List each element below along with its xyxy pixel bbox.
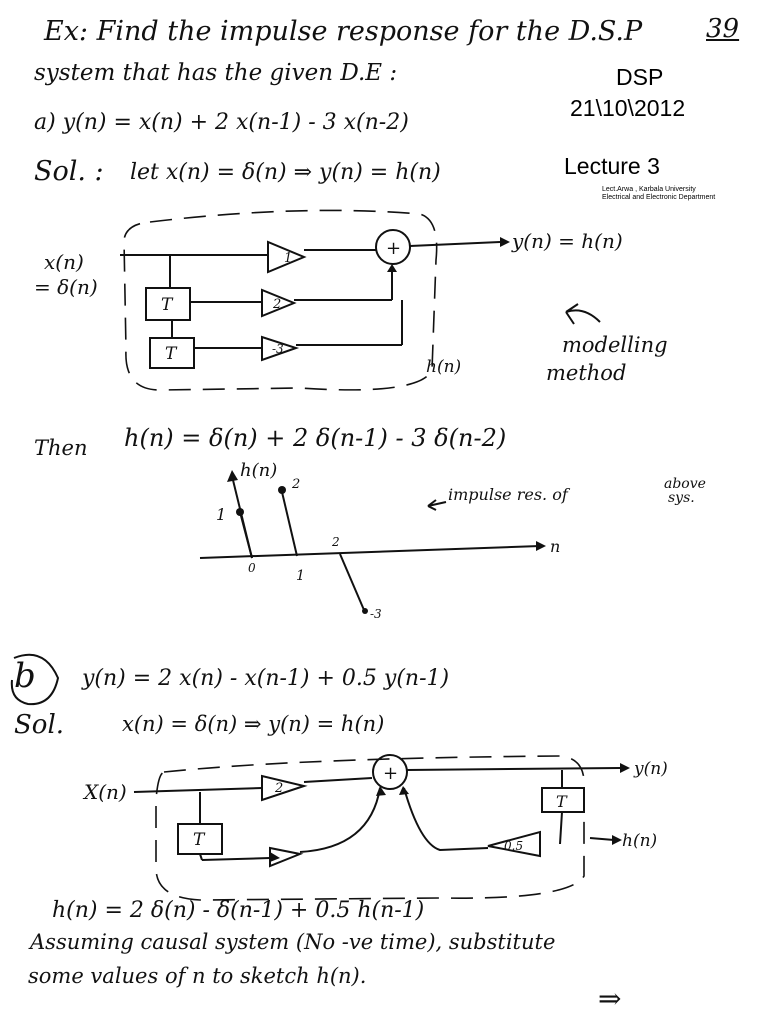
adder-symbol: + bbox=[386, 238, 401, 259]
example-heading: Ex: Find the impulse response for the D.… bbox=[44, 16, 643, 47]
adder-circle-b bbox=[372, 754, 408, 790]
delay-b2-label: T bbox=[556, 792, 568, 811]
part-a-result: h(n) = δ(n) + 2 δ(n-1) - 3 δ(n-2) bbox=[124, 424, 507, 452]
delay-b1-down bbox=[199, 853, 203, 861]
stem-line-n2 bbox=[339, 553, 365, 611]
gain-b1-to-adder bbox=[303, 777, 373, 783]
input-line-b bbox=[133, 787, 263, 793]
part-b-sol-label: Sol. bbox=[14, 710, 65, 740]
gain-triangle-3 bbox=[261, 335, 300, 362]
part-b-label: b bbox=[14, 656, 36, 696]
note-arrow bbox=[565, 303, 601, 325]
credit-line-2: Electrical and Electronic Department bbox=[602, 194, 716, 201]
output-label-b: y(n) bbox=[633, 759, 668, 779]
stem-line-n1 bbox=[281, 491, 298, 557]
adder-input-arrow-b1 bbox=[376, 786, 386, 796]
stem-value-n1: 2 bbox=[291, 477, 300, 492]
stem-dot-n2 bbox=[362, 608, 368, 614]
x-axis bbox=[199, 545, 541, 559]
delay-b2-down bbox=[559, 811, 563, 845]
input-label-b: X(n) bbox=[84, 780, 127, 804]
part-b-note-1: Assuming causal system (No -ve time), su… bbox=[30, 930, 556, 954]
part-b-equation: y(n) = 2 x(n) - x(n-1) + 0.5 y(n-1) bbox=[82, 666, 450, 691]
delay-box-1 bbox=[145, 287, 191, 321]
output-line bbox=[409, 241, 501, 247]
tick-label-2: 2 bbox=[331, 535, 340, 549]
part-a-equation: a) y(n) = x(n) + 2 x(n-1) - 3 x(n-2) bbox=[34, 110, 409, 135]
part-b-block-diagram: 2 + y(n) T T 0.5 h(n) bbox=[133, 754, 668, 901]
course-title: DSP bbox=[616, 64, 664, 90]
annotation-arrow bbox=[427, 499, 447, 511]
output-arrow bbox=[500, 237, 510, 247]
part-b-circle bbox=[10, 653, 60, 706]
delay-b1-label: T bbox=[193, 830, 206, 850]
part-b-note-2: some values of n to sketch h(n). bbox=[28, 964, 367, 988]
then-label: Then bbox=[34, 436, 88, 460]
y-axis-arrow bbox=[227, 470, 238, 482]
gain-1-label: 1 bbox=[284, 251, 292, 266]
part-a-sol-label: Sol. : bbox=[34, 156, 104, 187]
delay-box-2 bbox=[149, 337, 195, 369]
delay-box-b2 bbox=[541, 787, 585, 813]
stem-dot-n1 bbox=[278, 486, 286, 494]
stem-line-n0 bbox=[239, 511, 253, 559]
gain-triangle-b3 bbox=[487, 830, 541, 858]
inner-h-label: h(n) bbox=[426, 357, 461, 377]
annotation-text: impulse res. of bbox=[448, 485, 571, 504]
x-axis-label: n bbox=[550, 537, 560, 556]
output-line-b bbox=[406, 767, 621, 771]
adder-input-arrow-b2 bbox=[399, 786, 409, 795]
part-a-block-diagram: 1 + y(n) = h(n) T 2 T -3 h(n) modelling … bbox=[120, 209, 668, 391]
delay-2-label: T bbox=[165, 344, 178, 364]
system-line: system that has the given D.E : bbox=[34, 60, 398, 86]
continue-arrow: ⇒ bbox=[598, 982, 622, 1015]
output-arrow-b bbox=[620, 763, 630, 773]
inner-arrow-head-b bbox=[612, 835, 622, 845]
input-label-xn: x(n) bbox=[44, 250, 84, 274]
gain-triangle-b1 bbox=[261, 774, 308, 802]
gain-3-label: -3 bbox=[272, 342, 284, 356]
tick-label-1: 1 bbox=[296, 568, 305, 584]
x-axis-arrow bbox=[536, 541, 546, 551]
lecture-date: 21\10\2012 bbox=[570, 95, 686, 121]
input-label-delta: = δ(n) bbox=[34, 275, 98, 299]
delay-1-label: T bbox=[161, 295, 174, 315]
feedback-to-adder bbox=[403, 787, 489, 852]
gain-b2-fill bbox=[270, 852, 280, 862]
gain-triangle-2 bbox=[261, 288, 297, 318]
annotation-above: above bbox=[664, 476, 706, 492]
system-boundary-b bbox=[155, 755, 585, 901]
note-modelling: modelling bbox=[562, 333, 668, 357]
y-axis-label: h(n) bbox=[240, 460, 277, 481]
gain-b3-label: 0.5 bbox=[504, 839, 523, 853]
adder-circle bbox=[375, 229, 411, 265]
stem-plot: n h(n) 1 0 2 1 -3 2 impulse res. of abov… bbox=[199, 460, 706, 621]
gain-b1-label: 2 bbox=[274, 781, 283, 796]
annotation-sys: sys. bbox=[668, 490, 695, 506]
stem-value-n2: -3 bbox=[370, 607, 382, 621]
gain-triangle-1 bbox=[267, 240, 307, 274]
delay-b1-to-gain bbox=[201, 857, 271, 861]
note-method: method bbox=[546, 361, 626, 385]
system-boundary bbox=[123, 209, 438, 391]
lecture-number: Lecture 3 bbox=[564, 153, 660, 179]
inner-arrow-b bbox=[589, 837, 615, 841]
tick-label-0: 0 bbox=[248, 561, 256, 575]
stem-value-n0: 1 bbox=[216, 505, 226, 524]
adder-input-arrow bbox=[387, 264, 397, 272]
credit-line-1: Lect.Arwa , Karbala University bbox=[602, 186, 696, 193]
page-number: 39 bbox=[706, 14, 740, 44]
part-a-sol-text: let x(n) = δ(n) ⇒ y(n) = h(n) bbox=[130, 160, 441, 185]
gain-b2-to-adder bbox=[299, 787, 381, 853]
output-label: y(n) = h(n) bbox=[511, 229, 623, 253]
part-b-sol-text: x(n) = δ(n) ⇒ y(n) = h(n) bbox=[122, 712, 385, 736]
part-b-result: h(n) = 2 δ(n) - δ(n-1) + 0.5 h(n-1) bbox=[52, 898, 425, 923]
inner-h-label-b: h(n) bbox=[622, 831, 657, 851]
adder-symbol-b: + bbox=[383, 763, 398, 784]
gain-2-label: 2 bbox=[272, 297, 281, 312]
